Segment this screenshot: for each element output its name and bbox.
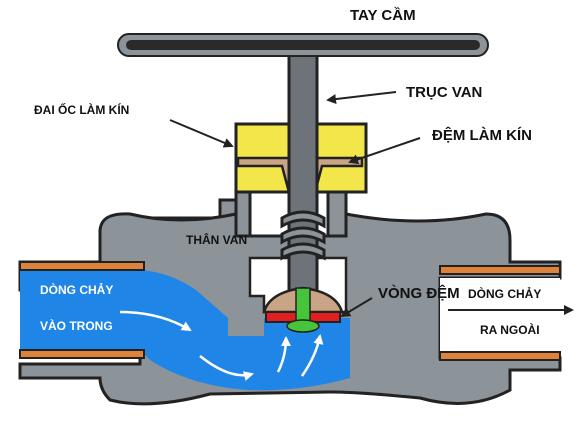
valve-stem bbox=[287, 52, 319, 312]
arrow-icon bbox=[119, 310, 192, 332]
inlet-pipe-top bbox=[19, 261, 145, 271]
label-inflow-1: DÒNG CHẢY bbox=[40, 282, 113, 297]
label-outflow-2: RA NGOÀI bbox=[480, 322, 540, 337]
arrow-icon bbox=[276, 336, 291, 373]
arrow-icon bbox=[300, 334, 324, 377]
label-body: THÂN VAN bbox=[186, 232, 247, 247]
stem-threads bbox=[280, 210, 326, 261]
water-outflow bbox=[440, 278, 560, 356]
label-outflow-1: DÒNG CHẢY bbox=[468, 286, 541, 301]
washer-callout-arrow-icon bbox=[340, 297, 373, 318]
handle-bar bbox=[126, 40, 480, 50]
label-washer: VÒNG ĐỆM bbox=[378, 284, 460, 302]
label-packing: ĐỆM LÀM KÍN bbox=[432, 126, 532, 144]
nut-callout-arrow-icon bbox=[169, 119, 234, 148]
screw-head bbox=[286, 319, 320, 333]
stem-callout-arrow-icon bbox=[326, 91, 397, 105]
packing-callout-arrow-icon bbox=[348, 137, 421, 165]
outlet-pipe-top bbox=[439, 265, 561, 275]
label-packing-nut: ĐAI ỐC LÀM KÍN bbox=[34, 102, 129, 117]
label-stem: TRỤC VAN bbox=[406, 84, 482, 101]
outlet-pipe-bottom bbox=[439, 351, 561, 361]
label-handle: TAY CẦM bbox=[350, 7, 416, 24]
arrow-icon bbox=[199, 355, 254, 381]
label-inflow-2: VÀO TRONG bbox=[40, 318, 113, 333]
inlet-pipe-bottom bbox=[19, 349, 145, 359]
screw bbox=[295, 287, 311, 323]
flow-arrows bbox=[119, 310, 324, 381]
